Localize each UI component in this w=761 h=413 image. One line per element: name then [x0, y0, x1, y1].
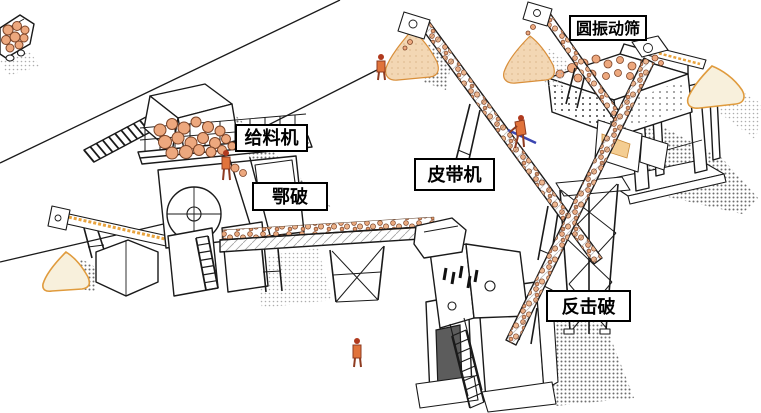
feeder-label-text: 给料机: [245, 127, 299, 149]
hopper-rocks: [153, 116, 237, 160]
label-impact-crusher: 反击破: [546, 290, 631, 322]
feed-conveyor-to-screen: [505, 35, 669, 346]
belt-conveyor-horizontal: [219, 216, 437, 303]
impact-crusher-stairs: [449, 317, 485, 409]
label-belt-conveyor: 皮带机: [414, 158, 495, 191]
vibrating-screen: [547, 43, 761, 214]
worker-on-platform: [221, 150, 231, 181]
impact-crusher-label-text: 反击破: [562, 296, 616, 318]
worker-on-ramp: [376, 54, 386, 81]
vibrating-screen-label-text: 圆振动筛: [576, 19, 640, 38]
fines-stockpile: [42, 250, 100, 293]
label-jaw-crusher: 鄂破: [252, 182, 328, 211]
conveyor-truss: [261, 245, 385, 303]
output-conveyor-1: [397, 11, 603, 265]
dump-truck: [0, 14, 40, 76]
label-feeder: 给料机: [235, 124, 308, 152]
jaw-crusher-ladder: [195, 235, 219, 291]
screen-stockpile: [686, 65, 761, 140]
jaw-crusher: [95, 155, 305, 297]
output-stockpile-right: [503, 35, 568, 90]
jaw-crusher-label-text: 鄂破: [272, 186, 308, 208]
belt-conveyor-label-text: 皮带机: [428, 164, 482, 186]
label-vibrating-screen: 圆振动筛: [569, 15, 647, 41]
worker-shoveling: [507, 115, 537, 149]
worker-standing: [352, 338, 362, 368]
